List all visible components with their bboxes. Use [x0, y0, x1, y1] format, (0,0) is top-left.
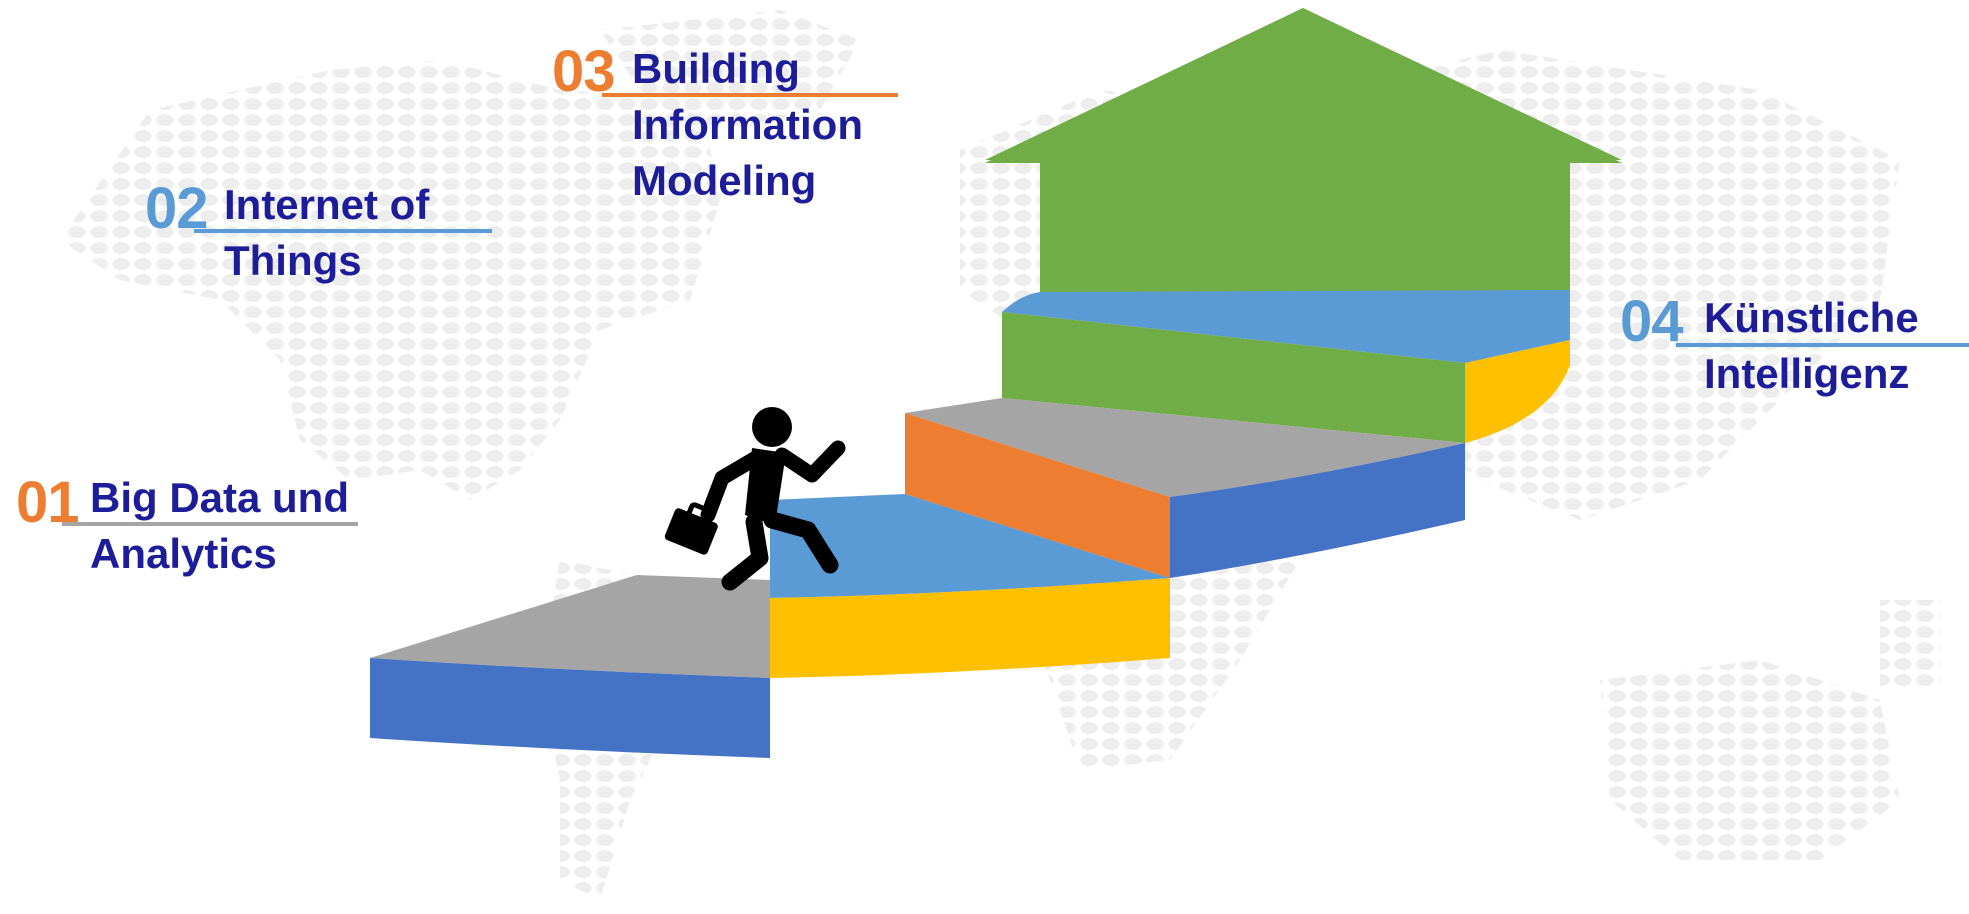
step-number-01: 01 — [16, 470, 80, 535]
stair-step3-riser-side — [1170, 443, 1465, 578]
stair-step1-riser — [370, 658, 770, 758]
stair-step2-riser — [770, 578, 1170, 678]
step-title-02-line2: Things — [224, 237, 362, 284]
step-title-03: Building Information Modeling — [632, 41, 863, 209]
stair-step2-tread — [770, 494, 1170, 598]
step-number-03: 03 — [552, 39, 616, 104]
house-roof-triangle — [985, 8, 1622, 163]
step-title-03-line3: Modeling — [632, 157, 817, 204]
step-number-04: 04 — [1620, 289, 1684, 354]
person-walking-with-briefcase-icon — [664, 407, 846, 591]
house-body-shape — [1040, 160, 1570, 292]
step-underline-03 — [602, 93, 898, 97]
step-underline-04 — [1676, 343, 1969, 347]
stair-step1-tread — [370, 575, 770, 678]
step-title-04-line1: Künstliche — [1704, 294, 1919, 341]
step-title-02-line1: Internet of — [224, 181, 430, 228]
step-title-03-line1: Building — [632, 45, 800, 92]
step-title-03-line2: Information — [632, 101, 863, 148]
stair-step3-riser-front — [905, 413, 1170, 578]
step-title-01-line2: Analytics — [90, 530, 277, 577]
stair-step4-riser-side — [1465, 340, 1570, 443]
stair-top-landing — [1002, 290, 1570, 363]
step-title-01: Big Data und Analytics — [90, 470, 349, 582]
step-title-04: Künstliche Intelligenz — [1704, 290, 1919, 402]
step-underline-01 — [62, 522, 358, 526]
stair-step4-riser-front — [1002, 312, 1465, 443]
step-title-02: Internet of Things — [224, 177, 429, 289]
step-underline-02 — [194, 229, 492, 233]
stair-step3-tread — [905, 398, 1465, 497]
step-number-02: 02 — [145, 176, 209, 241]
step-title-04-line2: Intelligenz — [1704, 350, 1910, 397]
step-title-01-line1: Big Data und — [90, 474, 349, 521]
